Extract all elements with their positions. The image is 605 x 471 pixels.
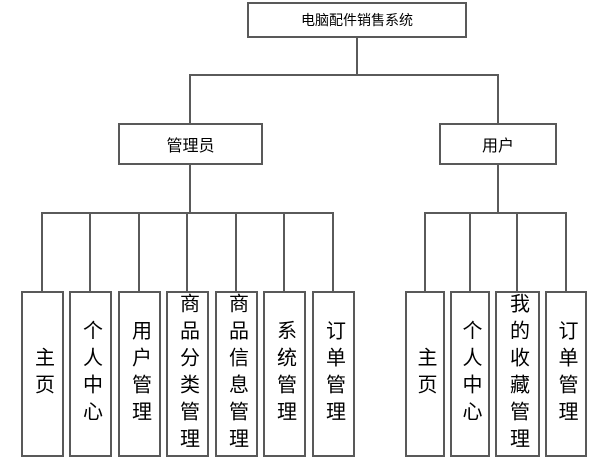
- leaf-node-user-favorites-mgmt: 我的收藏管理: [495, 291, 540, 457]
- connector-drop-admin: [189, 74, 191, 123]
- connector-admin-drop-7: [332, 212, 334, 291]
- connector-admin-drop-5: [235, 212, 237, 291]
- connector-user-drop-3: [516, 212, 518, 291]
- leaf-node-user-order-mgmt: 订单管理: [545, 291, 587, 457]
- leaf-node-user-home: 主页: [405, 291, 445, 457]
- leaf-node-admin-home: 主页: [21, 291, 64, 457]
- connector-user-drop-2: [469, 212, 471, 291]
- connector-admin-drop-2: [89, 212, 91, 291]
- connector-user-stem: [497, 165, 499, 213]
- connector-user-drop-4: [565, 212, 567, 291]
- connector-admin-drop-1: [41, 212, 43, 291]
- connector-drop-user: [497, 74, 499, 123]
- root-node-system-title: 电脑配件销售系统: [247, 2, 467, 38]
- leaf-node-user-personal-center: 个人中心: [450, 291, 490, 457]
- branch-node-admin: 管理员: [118, 123, 263, 165]
- leaf-node-admin-product-info-mgmt: 商品信息管理: [215, 291, 258, 457]
- connector-user-drop-1: [424, 212, 426, 291]
- leaf-node-admin-system-mgmt: 系统管理: [263, 291, 306, 457]
- connector-level1-rail: [189, 74, 499, 76]
- connector-root-stem: [356, 38, 358, 75]
- connector-admin-drop-4: [186, 212, 188, 291]
- leaf-node-admin-user-mgmt: 用户管理: [118, 291, 161, 457]
- leaf-node-admin-personal-center: 个人中心: [69, 291, 112, 457]
- leaf-node-admin-order-mgmt: 订单管理: [312, 291, 355, 457]
- leaf-node-admin-category-mgmt: 商品分类管理: [166, 291, 209, 457]
- connector-user-rail: [424, 212, 567, 214]
- connector-admin-stem: [189, 165, 191, 213]
- connector-admin-drop-3: [138, 212, 140, 291]
- connector-admin-drop-6: [283, 212, 285, 291]
- branch-node-user: 用户: [439, 123, 557, 165]
